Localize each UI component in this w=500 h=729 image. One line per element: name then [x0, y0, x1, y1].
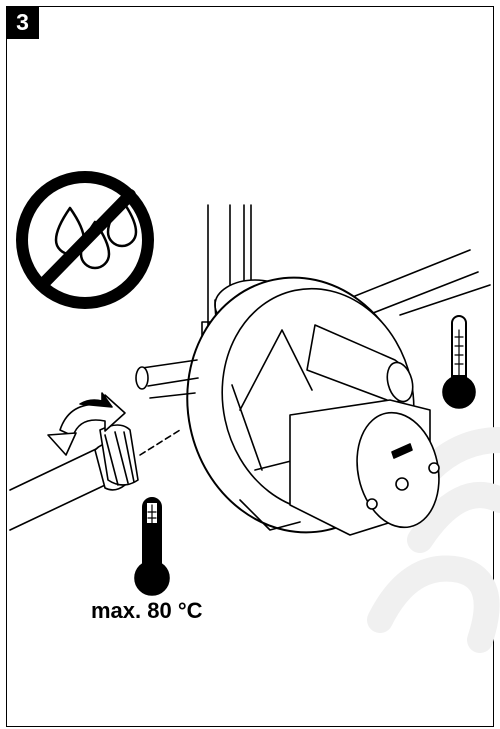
rotate-arrow-icon: [47, 392, 126, 456]
left-pipe: [9, 424, 181, 531]
right-pipe: [344, 249, 491, 321]
cartridge: [289, 399, 440, 536]
spindle: [306, 324, 414, 403]
no-water-drops-icon: [16, 171, 154, 309]
thermometer-icon-left: [134, 497, 170, 596]
left-rods: [135, 359, 199, 399]
thermometer-icon: [442, 315, 476, 409]
step-number-badge: 3: [6, 6, 39, 39]
page-frame: [6, 6, 494, 727]
max-temperature-caption: max. 80 °C: [91, 598, 203, 623]
